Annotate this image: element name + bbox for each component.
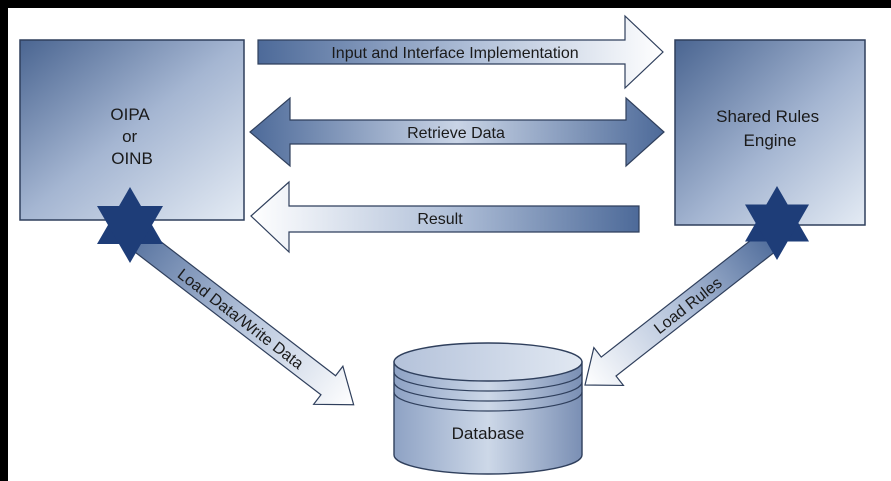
oipa-line-1: OIPA [110,105,150,124]
retrieve-data-arrow[interactable]: Retrieve Data [249,96,665,168]
oipa-oinb-box[interactable]: OIPA or OINB [19,39,245,221]
shared-rules-line-1: Shared Rules [716,107,819,126]
input-interface-label: Input and Interface Implementation [331,45,578,62]
input-interface-arrow[interactable]: Input and Interface Implementation [257,14,664,90]
oipa-line-3: OINB [111,149,153,168]
svg-text:Shared Rules Engine: Shared Rules Engine [716,107,824,150]
result-arrow[interactable]: Result [250,180,640,254]
svg-text:OIPA or OINB: OIPA or OINB [110,105,153,168]
database-cylinder[interactable]: Database [393,342,583,475]
result-label: Result [417,211,463,228]
oipa-line-2: or [122,127,137,146]
shared-rules-line-2: Engine [744,131,797,150]
shared-rules-engine-box[interactable]: Shared Rules Engine [674,39,866,226]
database-label: Database [452,424,525,443]
left-star-icon [97,187,163,263]
retrieve-data-label: Retrieve Data [407,125,505,142]
right-star-icon [745,186,809,260]
